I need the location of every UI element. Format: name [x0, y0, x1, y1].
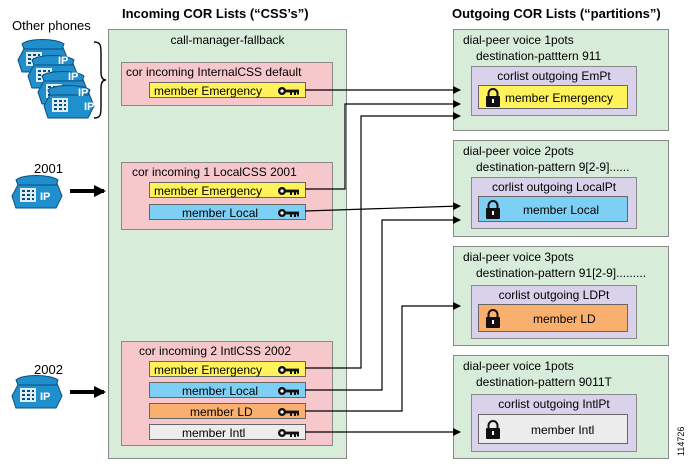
corlist-outgoing: corlist outgoing LDPt member LD: [471, 285, 637, 339]
cor-incoming-localcss: cor incoming 1 LocalCSS 2001 member Emer…: [121, 162, 333, 230]
member-emergency: member Emergency: [478, 85, 628, 109]
corlist-outgoing: corlist outgoing IntlPt member Intl: [471, 394, 637, 452]
brace-icon: [93, 41, 107, 119]
corlist-outgoing: corlist outgoing LocalPt member Local: [471, 177, 637, 229]
member-local: member Local: [149, 382, 306, 398]
dial-peer-label: dial-peer voice 3pots: [463, 250, 574, 264]
dial-peer-label: dial-peer voice 1pots: [463, 33, 574, 47]
svg-text:IP: IP: [68, 71, 78, 83]
destination-pattern-label: destination-patttern 911: [476, 49, 602, 63]
corlist-outgoing: corlist outgoing EmPt member Emergency: [471, 66, 637, 116]
corlist-label: corlist outgoing LDPt: [498, 288, 610, 302]
cor-incoming-label: cor incoming InternalCSS default: [126, 65, 302, 79]
svg-text:IP: IP: [40, 191, 50, 203]
member-local: member Local: [478, 196, 628, 222]
call-manager-fallback-title: call-manager-fallback: [170, 33, 285, 47]
outgoing-header: Outgoing COR Lists (“partitions”): [452, 6, 661, 21]
corlist-label: corlist outgoing IntlPt: [498, 397, 610, 411]
dial-peer-panel-4: dial-peer voice 1pots destination-patter…: [453, 355, 669, 459]
other-phones-label: Other phones: [12, 18, 91, 33]
dial-peer-panel-2: dial-peer voice 2pots destination-patter…: [453, 140, 669, 237]
member-intl: member Intl: [149, 424, 306, 440]
dial-peer-panel-1: dial-peer voice 1pots destination-pattte…: [453, 29, 669, 131]
member-ld: member LD: [478, 304, 628, 332]
member-emergency: member Emergency: [149, 361, 306, 377]
phone-2002-label: 2002: [34, 362, 63, 377]
member-emergency: member Emergency: [149, 82, 306, 98]
other-phones-icon: IP IP IP IP: [17, 39, 95, 119]
svg-text:IP: IP: [84, 101, 94, 113]
destination-pattern-label: destination-pattern 91[2-9].........: [476, 266, 647, 280]
corlist-label: corlist outgoing EmPt: [497, 69, 611, 83]
cor-incoming-internalcss: cor incoming InternalCSS default member …: [121, 62, 333, 106]
member-ld: member LD: [149, 403, 306, 419]
incoming-header: Incoming COR Lists (“CSS’s”): [122, 6, 309, 21]
ip-text: IP: [58, 55, 68, 67]
member-intl: member Intl: [478, 414, 628, 444]
ip-phone-icon: IP: [11, 175, 63, 209]
destination-pattern-label: destination-pattern 9[2-9]......: [476, 160, 630, 174]
dial-peer-label: dial-peer voice 2pots: [463, 144, 574, 158]
svg-text:IP: IP: [40, 391, 50, 403]
phone-2001-label: 2001: [34, 161, 63, 176]
destination-pattern-label: destination-pattern 9011T: [476, 375, 612, 389]
ip-phone-icon: IP: [11, 375, 63, 409]
svg-text:IP: IP: [78, 87, 88, 99]
member-emergency: member Emergency: [149, 182, 306, 198]
cor-incoming-intlcss: cor incoming 2 IntlCSS 2002 member Emerg…: [121, 341, 333, 446]
member-local: member Local: [149, 204, 306, 220]
cor-incoming-label: cor incoming 1 LocalCSS 2001: [132, 165, 297, 179]
dial-peer-label: dial-peer voice 1pots: [463, 359, 574, 373]
corlist-label: corlist outgoing LocalPt: [491, 180, 617, 194]
cor-incoming-label: cor incoming 2 IntlCSS 2002: [139, 344, 292, 358]
dial-peer-panel-3: dial-peer voice 3pots destination-patter…: [453, 246, 669, 346]
